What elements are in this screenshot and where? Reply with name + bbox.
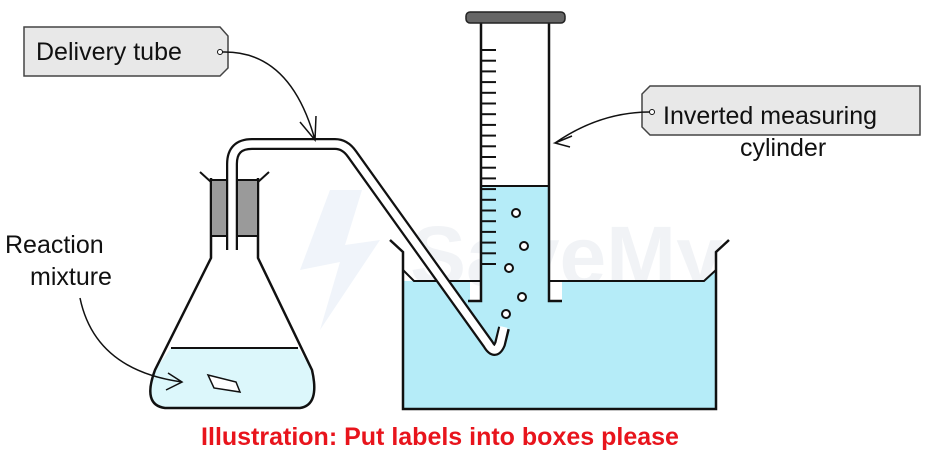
reaction-mixture-label-line1: Reaction [5,231,104,259]
water-trough [389,239,730,411]
arrow [221,51,317,142]
caption: Illustration: Put labels into boxes plea… [201,423,679,451]
cylinder-base [465,11,566,24]
conical-flask [149,171,316,410]
delivery-tube [226,138,510,356]
inverted-measuring-cylinder [465,11,566,319]
graduation-ticks [481,49,496,265]
gas-bubbles [501,208,529,319]
reactant-solid [206,373,242,393]
measuring-cylinder-label-line1: Inverted measuring [663,102,877,130]
label-delivery-tube[interactable]: Delivery tube [23,26,317,142]
arrow [552,111,651,148]
reaction-mixture-label-line2: mixture [30,263,112,291]
delivery-tube-label: Delivery tube [36,38,182,66]
arrow [79,297,184,391]
label-measuring-cylinder[interactable]: Inverted measuring cylinder [552,85,921,162]
label-reaction-mixture: Reaction mixture [5,231,184,391]
measuring-cylinder-label-line2: cylinder [740,134,826,162]
